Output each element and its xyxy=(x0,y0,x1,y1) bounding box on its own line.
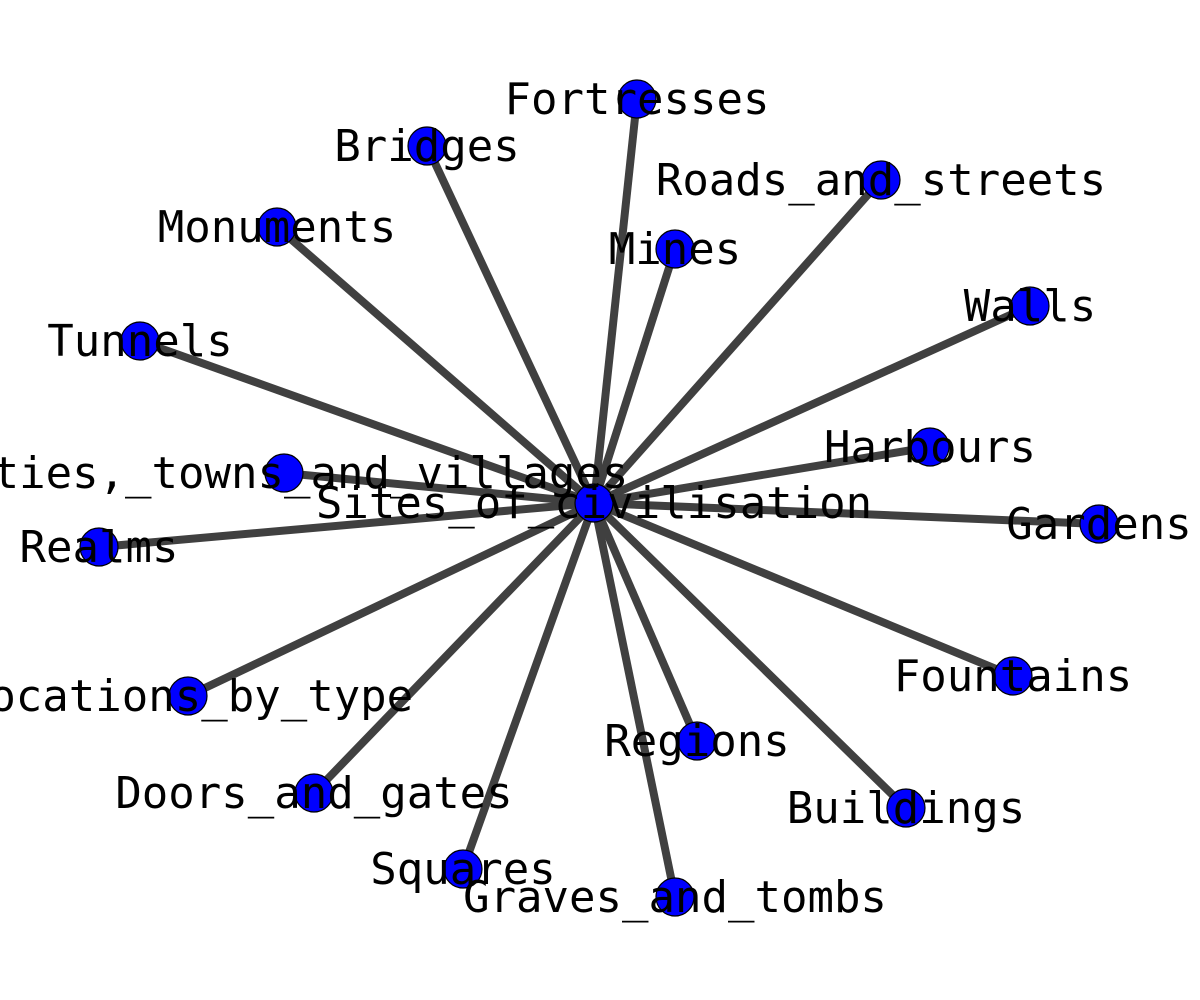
edge-doors-and-gates xyxy=(311,500,597,796)
label-harbours: Harbours xyxy=(824,422,1036,473)
node-cities-towns-and-villages xyxy=(264,453,304,493)
labels-layer: Sites_of_civilisation FortressesBridgesRo… xyxy=(0,74,1192,923)
label-tunnels: Tunnels xyxy=(47,316,232,367)
label-bridges: Bridges xyxy=(334,121,519,172)
edge-graves-and-tombs xyxy=(590,502,679,898)
label-monuments: Monuments xyxy=(158,202,396,253)
node-mines xyxy=(655,229,695,269)
edges-layer xyxy=(98,98,1100,898)
label-realms: Realms xyxy=(20,522,179,573)
edge-roads-and-streets xyxy=(591,177,884,506)
edge-monuments xyxy=(274,223,597,507)
label-doors-and-gates: Doors_and_gates xyxy=(115,768,512,819)
edge-bridges xyxy=(423,144,598,505)
label-fountains: Fountains xyxy=(894,651,1132,702)
label-mines: Mines xyxy=(609,224,741,275)
label-cities-towns-and-villages: Cities,_towns_and_villages xyxy=(0,448,628,499)
label-buildings: Buildings xyxy=(787,783,1025,834)
label-roads-and-streets: Roads_and_streets xyxy=(656,155,1106,206)
edge-tunnels xyxy=(138,337,596,507)
label-graves-and-tombs: Graves_and_tombs xyxy=(463,872,887,923)
label-locations-by-type: Locations_by_type xyxy=(0,671,413,722)
label-squares: Squares xyxy=(370,844,555,895)
node-sites-of-civilisation xyxy=(574,483,614,523)
edge-gardens xyxy=(593,499,1100,528)
edge-fountains xyxy=(592,499,1015,680)
node-tunnels xyxy=(120,321,160,361)
edge-walls xyxy=(592,302,1032,507)
label-regions: Regions xyxy=(604,716,789,767)
node-bridges xyxy=(407,126,447,166)
node-monuments xyxy=(257,207,297,247)
nodes-layer xyxy=(79,79,1119,917)
node-graves-and-tombs xyxy=(655,877,695,917)
node-squares xyxy=(443,849,483,889)
edge-locations-by-type xyxy=(186,499,596,700)
edge-cities-towns-and-villages xyxy=(283,469,595,507)
label-gardens: Gardens xyxy=(1006,499,1191,550)
label-fortresses: Fortresses xyxy=(505,74,770,125)
node-locations-by-type xyxy=(168,676,208,716)
edge-mines xyxy=(590,247,679,505)
edge-harbours xyxy=(593,443,931,507)
node-regions xyxy=(677,721,717,761)
node-fountains xyxy=(993,656,1033,696)
edge-regions xyxy=(590,501,701,743)
node-buildings xyxy=(886,788,926,828)
edge-buildings xyxy=(591,500,909,811)
node-fortresses xyxy=(617,79,657,119)
node-roads-and-streets xyxy=(861,160,901,200)
node-realms xyxy=(79,527,119,567)
label-walls: Walls xyxy=(964,281,1096,332)
node-gardens xyxy=(1079,504,1119,544)
edge-squares xyxy=(459,501,598,871)
label-sites-of-civilisation: Sites_of_civilisation xyxy=(316,478,872,529)
edge-realms xyxy=(98,499,595,551)
edge-fortresses xyxy=(590,98,641,504)
node-walls xyxy=(1010,286,1050,326)
node-doors-and-gates xyxy=(294,773,334,813)
node-harbours xyxy=(910,427,950,467)
